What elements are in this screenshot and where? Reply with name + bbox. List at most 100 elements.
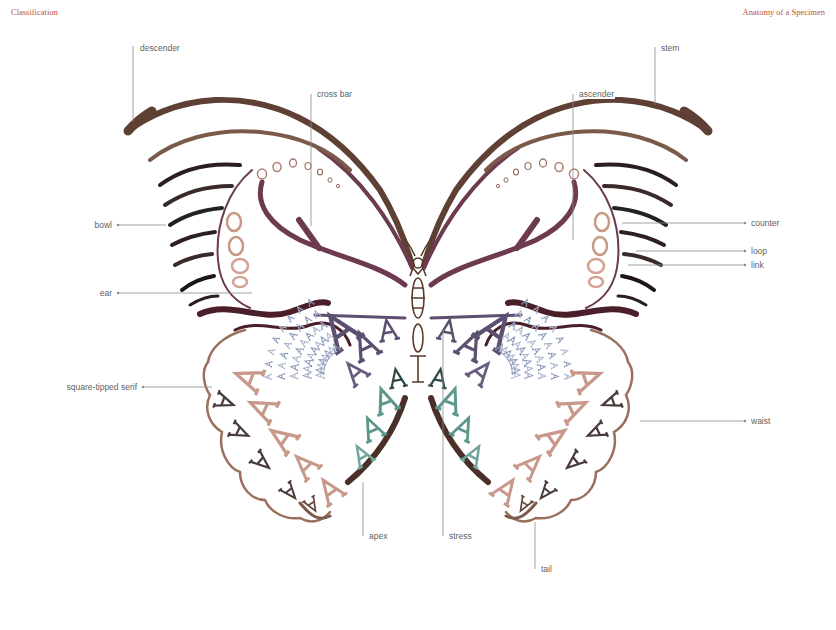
letterform-shape xyxy=(245,390,280,425)
leader-dot xyxy=(117,292,119,294)
letter-ring xyxy=(514,169,519,175)
letterform-shape xyxy=(303,371,311,379)
letterform-shape xyxy=(527,338,537,348)
part-label: cross bar xyxy=(316,89,353,99)
wing-stroke xyxy=(128,111,152,131)
letterform-shape xyxy=(347,328,382,363)
letterform-shape xyxy=(228,420,252,445)
letterform-shape xyxy=(571,361,605,395)
letterform-shape xyxy=(265,360,272,367)
letterform-shape xyxy=(312,309,321,318)
letterform-shape xyxy=(310,325,320,335)
leader-line xyxy=(535,522,536,569)
letterform-shape xyxy=(283,340,292,349)
letterform-shape xyxy=(231,361,265,395)
letterform-shape xyxy=(306,298,315,307)
letter-ring xyxy=(232,259,248,273)
leader-line xyxy=(636,251,745,252)
letterform-shape xyxy=(428,368,450,389)
letterform-shape xyxy=(489,473,523,507)
wing-stroke xyxy=(424,100,708,265)
leader-line xyxy=(655,47,656,105)
leader-dot xyxy=(744,222,746,224)
letterform-shape xyxy=(249,449,275,475)
letter-ring xyxy=(589,277,603,287)
leader-lines xyxy=(118,46,745,569)
letterform-shape xyxy=(288,331,297,341)
letterform-shape xyxy=(472,306,520,354)
letterform-shape xyxy=(515,309,524,318)
letterform-shape xyxy=(522,331,532,341)
wing-stroke xyxy=(348,398,405,482)
wing-stroke xyxy=(621,232,664,245)
letterform-shape xyxy=(565,373,571,380)
letterform-shape xyxy=(521,298,530,307)
part-label: square-tipped serif xyxy=(66,382,138,392)
letterform-shape xyxy=(538,372,545,380)
body-segment xyxy=(410,268,426,276)
letterform-shape xyxy=(561,347,569,355)
wing-stroke xyxy=(517,220,537,248)
letterform-shape xyxy=(290,372,297,380)
letterform-shape xyxy=(304,331,314,341)
letter-ring xyxy=(595,213,609,231)
letterform-shape xyxy=(286,314,295,323)
letterform-shape xyxy=(548,351,556,360)
letter-ring xyxy=(229,237,243,255)
letterform-shape xyxy=(295,305,304,314)
wing-stroke xyxy=(614,208,666,225)
body-segment xyxy=(411,288,425,308)
part-label: bowl xyxy=(94,220,113,230)
letterform-shape xyxy=(318,320,328,330)
leader-dot xyxy=(142,386,144,388)
letter-ring xyxy=(318,169,323,175)
part-label: stress xyxy=(448,531,473,541)
letterform-shape xyxy=(288,448,323,483)
leader-dot xyxy=(744,420,746,422)
letterform-shape xyxy=(330,342,341,353)
running-head: Classification xyxy=(10,7,59,17)
letterform-shape xyxy=(508,320,518,330)
letterform-shape xyxy=(532,345,542,355)
letterform-shape xyxy=(278,373,285,380)
letter-ring xyxy=(525,163,531,170)
letter-ring xyxy=(504,178,508,183)
letterform-shape xyxy=(556,335,564,344)
part-label: apex xyxy=(368,531,388,541)
letterform-shape xyxy=(386,368,408,389)
letterform-shape xyxy=(584,420,608,445)
left-wings xyxy=(128,100,412,521)
letterform-shape xyxy=(435,384,467,415)
wing-stroke xyxy=(190,296,218,305)
leader-line xyxy=(622,223,745,224)
letterform-shape xyxy=(264,419,301,456)
body-segment xyxy=(410,356,426,382)
letterform-shape xyxy=(436,318,460,341)
letterform-shape xyxy=(541,314,550,323)
wing-stroke xyxy=(204,330,330,521)
letterform-shape xyxy=(290,363,298,371)
letter-ring xyxy=(328,178,332,183)
letterform-shape xyxy=(278,362,285,370)
right-wings xyxy=(424,100,708,521)
letterform-shape xyxy=(564,360,571,367)
body-segment xyxy=(413,258,423,268)
letterform-shape xyxy=(551,373,558,380)
letterform-shape xyxy=(213,390,236,414)
wing-stroke xyxy=(624,254,661,265)
wing-stroke xyxy=(618,296,646,305)
butterfly-body xyxy=(400,234,436,382)
letterform-shape xyxy=(514,495,534,514)
letter-ring xyxy=(497,184,500,187)
letter-ring xyxy=(555,163,563,172)
leader-line xyxy=(133,46,134,122)
letterform-shape xyxy=(514,448,549,483)
wing-stroke xyxy=(299,220,319,248)
wing-stroke xyxy=(506,330,632,521)
part-label: stem xyxy=(660,43,680,53)
wing-stroke xyxy=(160,164,240,185)
letter-ring xyxy=(588,259,604,273)
part-label: counter xyxy=(750,218,780,228)
letterform-shape xyxy=(550,324,559,333)
